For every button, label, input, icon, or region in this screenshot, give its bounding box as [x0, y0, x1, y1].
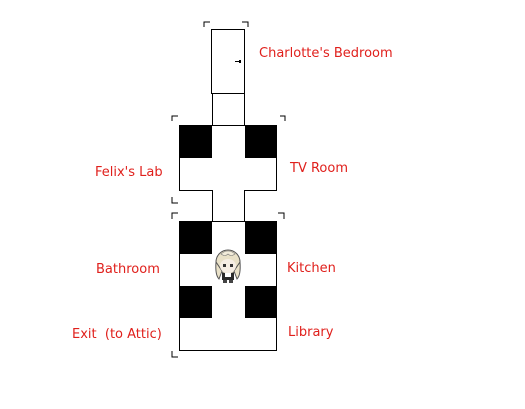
corridor	[212, 93, 245, 126]
lower-room-frame	[171, 212, 285, 358]
felixs-lab-tile[interactable]	[180, 126, 212, 158]
bathroom-label: Bathroom	[96, 262, 160, 277]
charlottes-bedroom-label: Charlotte's Bedroom	[259, 46, 393, 61]
bathroom-tile[interactable]	[180, 222, 212, 254]
library-label: Library	[288, 325, 334, 340]
library-tile[interactable]	[245, 286, 276, 318]
upper-room-frame	[171, 115, 286, 204]
felixs-lab-label: Felix's Lab	[95, 165, 163, 180]
tv-room-tile[interactable]	[245, 126, 276, 158]
character-sprite-icon[interactable]	[215, 249, 241, 283]
exit-label: Exit (to Attic)	[72, 327, 162, 342]
tv-room-label: TV Room	[290, 161, 348, 176]
kitchen-label: Kitchen	[287, 261, 336, 276]
kitchen-tile[interactable]	[245, 222, 276, 254]
door-knob-icon	[239, 60, 241, 63]
exit-tile[interactable]	[180, 286, 212, 318]
bedroom-frame	[203, 21, 249, 27]
